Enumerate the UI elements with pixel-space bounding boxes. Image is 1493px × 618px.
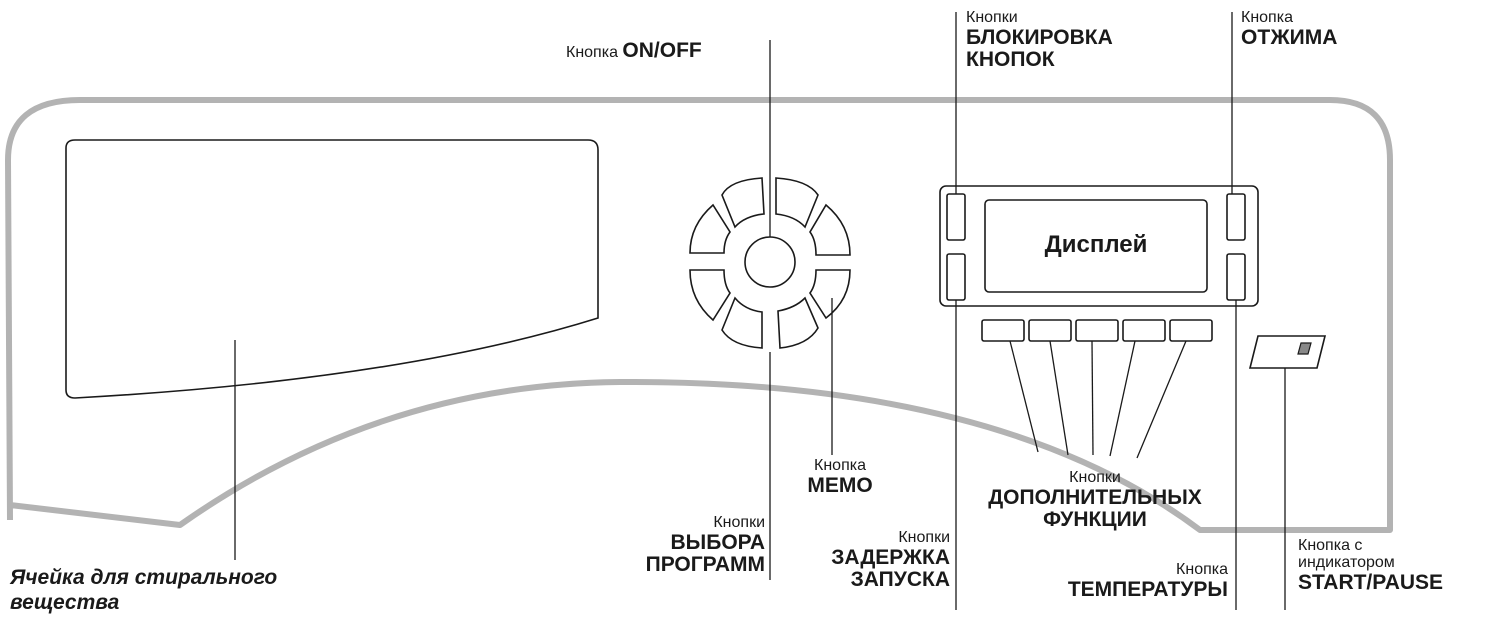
lock-button[interactable]: [946, 193, 966, 241]
leader-option-2: [1049, 340, 1069, 456]
program-button-6[interactable]: [721, 296, 763, 349]
program-button-7[interactable]: [689, 269, 731, 322]
leader-option-4: [1109, 340, 1136, 457]
program-button-3[interactable]: [809, 203, 851, 256]
program-button-8[interactable]: [689, 203, 731, 254]
memo-button[interactable]: [809, 269, 851, 320]
leader-option-1: [1009, 340, 1039, 453]
program-selector-dial[interactable]: [689, 177, 851, 349]
start-pause-button[interactable]: [1248, 335, 1327, 369]
option-button-5[interactable]: [1169, 319, 1213, 342]
option-button-4[interactable]: [1122, 319, 1166, 342]
label-spin-button: Кнопка ОТЖИМА: [1241, 9, 1338, 49]
label-option-buttons: Кнопки ДОПОЛНИТЕЛЬНЫХ ФУНКЦИИ: [988, 469, 1202, 531]
label-memo-button: Кнопка MEMO: [807, 457, 873, 497]
program-button-1[interactable]: [721, 177, 765, 229]
on-off-button[interactable]: [744, 236, 796, 288]
label-temperature-button: Кнопка ТЕМПЕРАТУРЫ: [1067, 561, 1228, 601]
panel-outline: [5, 97, 1393, 533]
option-button-3[interactable]: [1075, 319, 1119, 342]
delay-start-button[interactable]: [946, 253, 966, 301]
leader-option-3: [1091, 340, 1094, 456]
display-module: [939, 185, 1259, 307]
program-button-2[interactable]: [775, 177, 819, 229]
display-label: Дисплей: [1045, 231, 1148, 258]
detergent-drawer[interactable]: [65, 139, 599, 399]
option-button-2[interactable]: [1028, 319, 1072, 342]
label-program-buttons: Кнопки ВЫБОРА ПРОГРАММ: [645, 514, 765, 576]
label-delay-buttons: Кнопки ЗАДЕРЖКА ЗАПУСКА: [831, 529, 950, 591]
option-button-1[interactable]: [981, 319, 1025, 342]
label-start-pause-button: Кнопка с индикатором START/PAUSE: [1298, 537, 1444, 594]
start-indicator-led: [1297, 342, 1312, 355]
temperature-button[interactable]: [1226, 253, 1246, 301]
label-detergent-drawer: Ячейка для стирального вещества: [10, 566, 278, 615]
spin-button[interactable]: [1226, 193, 1246, 241]
display-screen: [984, 199, 1208, 293]
label-on-off: Кнопка ON/OFF: [566, 39, 702, 62]
leader-option-5: [1136, 340, 1187, 459]
program-button-5[interactable]: [777, 296, 819, 349]
label-lock-buttons: Кнопки БЛОКИРОВКА КНОПОК: [966, 9, 1113, 71]
